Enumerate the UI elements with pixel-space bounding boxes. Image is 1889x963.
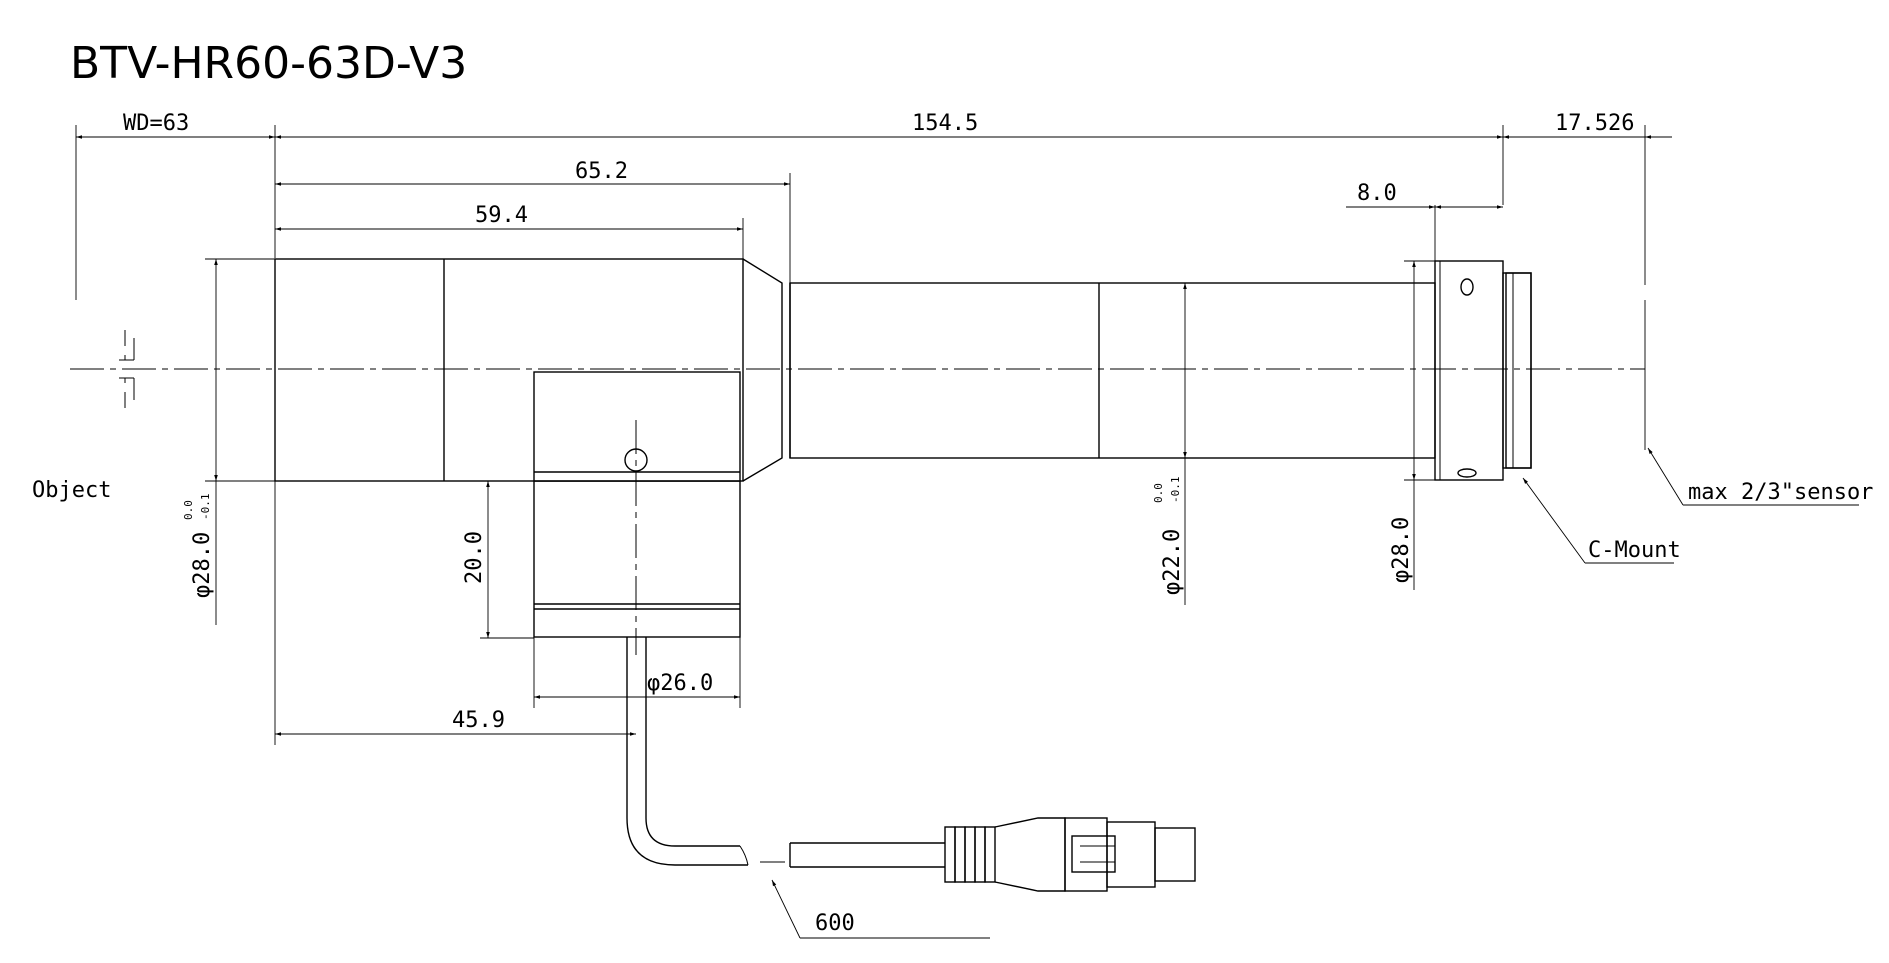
tol-upper-right: 0.0	[1152, 483, 1165, 503]
dim-20: 20.0	[462, 531, 487, 584]
dim-back-focal: 17.526	[1555, 111, 1634, 136]
light-port	[533, 371, 741, 655]
tol-lower-left: -0.1	[199, 494, 212, 521]
leaders	[771, 447, 1859, 939]
cable	[626, 637, 945, 868]
object-marker	[119, 330, 135, 408]
dim-wd: WD=63	[123, 111, 189, 136]
sensor-label: max 2/3"sensor	[1688, 480, 1873, 505]
dim-dia-28-left: φ28.0	[190, 532, 215, 598]
c-mount-label: C-Mount	[1588, 538, 1681, 563]
dim-dia-28-right: φ28.0	[1389, 517, 1414, 583]
object-label: Object	[32, 478, 111, 503]
drawing-title: BTV-HR60-63D-V3	[70, 38, 467, 89]
dim-dia-22: φ22.0	[1160, 529, 1185, 595]
dimension-lines	[75, 125, 1672, 450]
dim-65: 65.2	[575, 159, 628, 184]
lens-body	[274, 258, 1532, 482]
vertical-dimensions	[205, 258, 1435, 639]
tol-upper-left: 0.0	[182, 500, 195, 520]
dim-8: 8.0	[1357, 181, 1397, 206]
tol-lower-right: -0.1	[1169, 477, 1182, 504]
dim-overall-length: 154.5	[912, 111, 978, 136]
bottom-dimensions	[274, 481, 741, 745]
connector	[944, 817, 1196, 892]
dim-dia-26: φ26.0	[647, 671, 713, 696]
cable-length-label: 600	[815, 911, 855, 936]
dim-45: 45.9	[452, 708, 505, 733]
dim-59: 59.4	[475, 203, 528, 228]
